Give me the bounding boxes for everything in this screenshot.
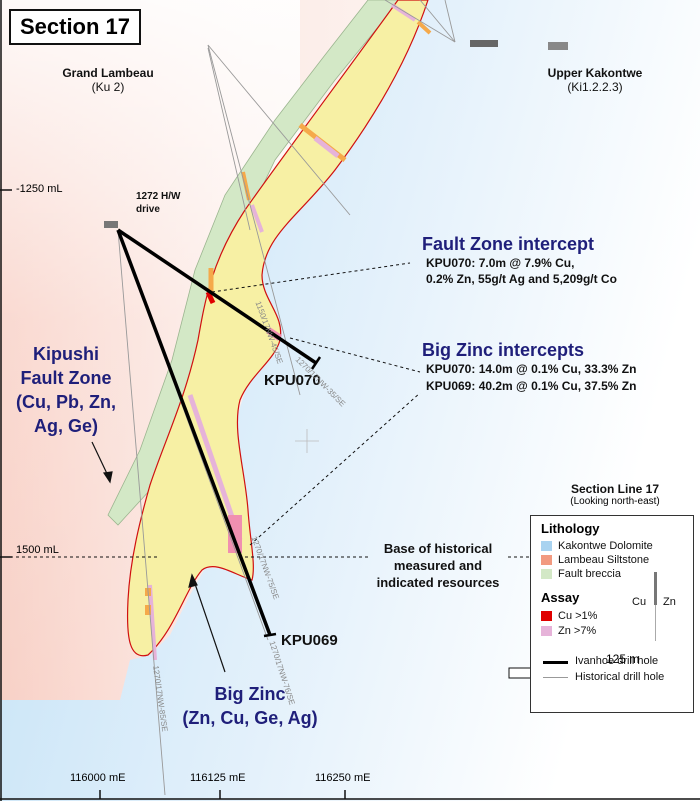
section-title: Section 17 — [9, 9, 141, 45]
drive-icon — [104, 221, 118, 228]
legend-lambeau: Lambeau Siltstone — [558, 554, 650, 566]
legend-cu-side: Cu — [632, 596, 647, 608]
legend-lithology-title: Lithology — [541, 521, 600, 536]
ivanhoe-drill-holes — [116, 228, 322, 638]
orebody — [126, 0, 429, 657]
legend-ivanhoe: Ivanhoe drill hole — [575, 655, 659, 667]
kpu070-label: KPU070 — [264, 372, 321, 389]
legend-zn: Zn >7% — [558, 625, 597, 637]
kpu069-trace — [116, 229, 272, 636]
legend-kakontwe: Kakontwe Dolomite — [558, 540, 653, 552]
kakontwe-swatch — [541, 541, 552, 551]
historical-drive-icon — [470, 40, 498, 47]
historical-line-icon — [543, 677, 568, 678]
legend-historical: Historical drill hole — [575, 671, 665, 683]
legend-zn-side: Zn — [663, 596, 676, 608]
easting-label: 116125 mE — [190, 772, 246, 784]
kpu069-label: KPU069 — [281, 632, 338, 649]
level-1250: -1250 mL — [16, 183, 63, 195]
zn-swatch — [541, 626, 552, 636]
cu-swatch — [541, 611, 552, 621]
easting-label: 116250 mE — [315, 772, 371, 784]
lambeau-swatch — [541, 555, 552, 565]
big-zinc-label: Big Zinc(Zn, Cu, Ge, Ag) — [182, 684, 318, 728]
leader-lines — [10, 262, 530, 558]
assay-column-icon — [654, 572, 657, 605]
scale-bar-label: 125 m — [606, 652, 640, 666]
kpu070-trace — [117, 228, 317, 365]
fault-zone-intercept: Fault Zone intercept KPU070: 7.0m @ 7.9%… — [422, 234, 617, 286]
big-zinc-intercepts: Big Zinc intercepts KPU070: 14.0m @ 0.1%… — [422, 340, 637, 393]
easting-label: 116000 mE — [70, 772, 126, 784]
fault-breccia-swatch — [541, 569, 552, 579]
pointer-arrows — [91, 441, 226, 673]
level-1500: 1500 mL — [16, 544, 59, 556]
assay-intervals — [145, 3, 432, 661]
legend-fault-breccia: Fault breccia — [558, 568, 621, 580]
historical-drive-icon — [548, 42, 568, 50]
legend: Lithology Kakontwe Dolomite Lambeau Silt… — [530, 515, 694, 713]
section-line-caption: Section Line 17 (Looking north-east) — [570, 482, 660, 507]
upper-kakontwe-label: Upper Kakontwe (Ki1.2.2.3) — [547, 66, 643, 94]
ivanhoe-line-icon — [543, 661, 568, 664]
legend-assay-title: Assay — [541, 590, 580, 605]
grand-lambeau-label: Grand Lambeau (Ku 2) — [62, 66, 154, 94]
legend-cu: Cu >1% — [558, 610, 598, 622]
